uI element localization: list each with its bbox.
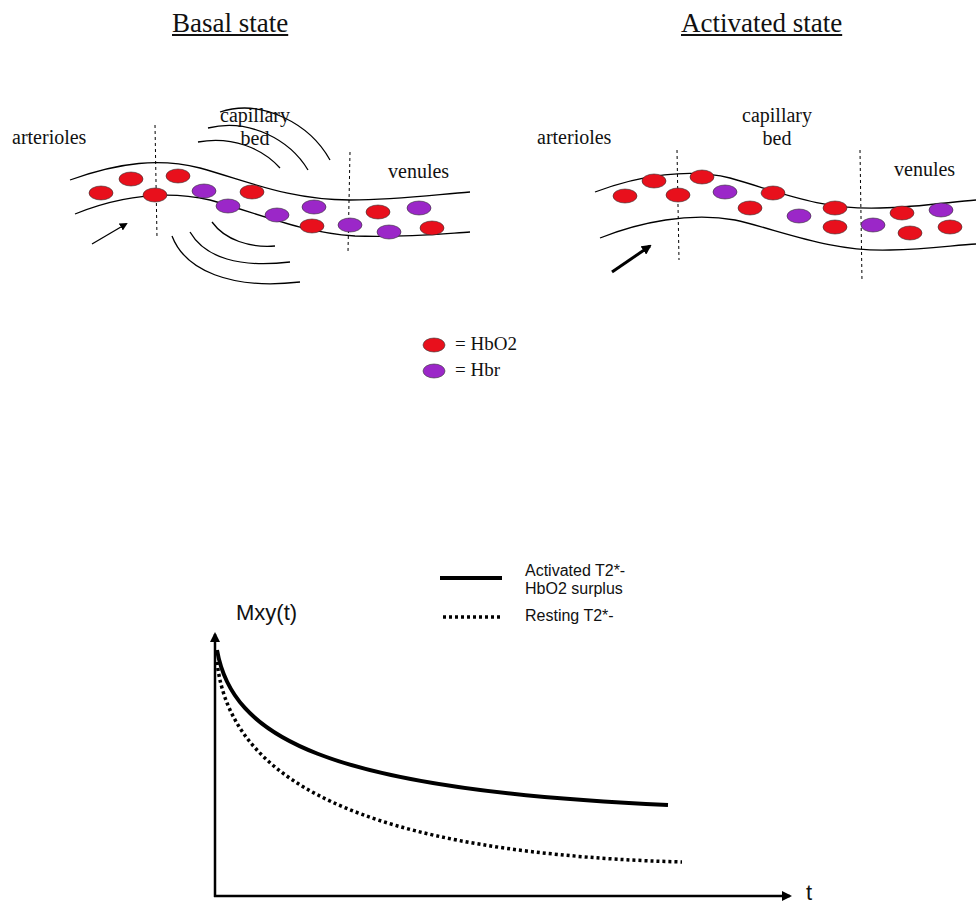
legend-swatch bbox=[420, 336, 448, 354]
panel-title: Basal state bbox=[172, 8, 288, 39]
legend-swatch bbox=[420, 362, 448, 380]
flow-arrow bbox=[92, 224, 126, 244]
region-label: arterioles bbox=[537, 126, 611, 149]
region-label: venules bbox=[388, 160, 449, 183]
flow-arrow bbox=[612, 246, 650, 272]
axis-label: Mxy(t) bbox=[236, 600, 297, 625]
legend-line-solid bbox=[440, 576, 502, 580]
activated-curve bbox=[217, 650, 668, 805]
region-label: arterioles bbox=[12, 126, 86, 149]
activated-vessel bbox=[595, 173, 976, 250]
legend-text: = HbO2 bbox=[455, 333, 517, 355]
legend-text: Resting T2*- bbox=[525, 607, 614, 625]
resting-curve bbox=[217, 662, 682, 862]
region-label: venules bbox=[894, 158, 955, 181]
legend-line-dotted bbox=[443, 615, 502, 619]
axis-label: t bbox=[806, 880, 812, 905]
chart-axes bbox=[214, 634, 790, 897]
region-label: capillary bed bbox=[205, 104, 305, 150]
region-label: capillary bed bbox=[727, 104, 827, 150]
legend-text: Activated T2*- HbO2 surplus bbox=[525, 562, 655, 599]
legend-text: = Hbr bbox=[455, 359, 500, 381]
red-blood-cells bbox=[613, 170, 962, 240]
panel-title: Activated state bbox=[681, 8, 842, 39]
basal-vessel bbox=[70, 108, 470, 284]
